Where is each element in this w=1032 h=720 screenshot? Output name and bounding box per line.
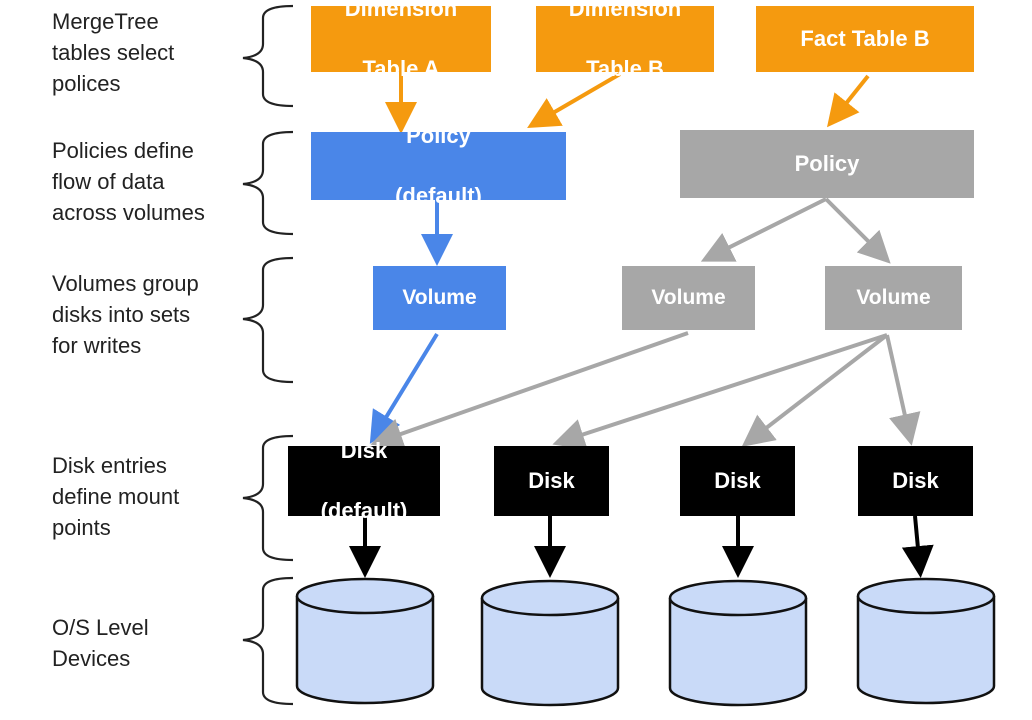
- layer-label-tables: MergeTree tables select polices: [52, 9, 175, 96]
- arrow-policy-to-volume-3: [824, 197, 891, 264]
- volume-1: Volume: [373, 266, 506, 330]
- table-fact-b: Fact Table B: [756, 6, 974, 72]
- arrow-volume-2-to-disk-default: [370, 331, 689, 450]
- device-cylinder-4: [856, 577, 996, 705]
- arrow-policy-to-volume-2: [700, 197, 827, 262]
- table-dimension-a: Dimension Table A: [311, 0, 491, 81]
- arrow-dim-b-to-policy: [527, 72, 622, 129]
- device-cylinder-2: [480, 579, 620, 707]
- arrow-volume-3-to-disk-2: [552, 333, 888, 450]
- arrow-volume-3-to-disk-4: [885, 334, 921, 446]
- devices-brace: [242, 576, 294, 706]
- policy-default: Policy (default): [311, 123, 566, 208]
- layer-label-devices: O/S Level Devices: [52, 615, 149, 671]
- policy-secondary: Policy: [680, 130, 974, 198]
- tables-brace: [242, 4, 294, 108]
- disk-4: Disk: [858, 446, 973, 516]
- arrow-volume-3-to-disk-3: [741, 333, 889, 447]
- volume-3: Volume: [825, 266, 962, 330]
- volumes-brace: [242, 256, 294, 384]
- arrow-fact-b-to-policy: [827, 74, 870, 128]
- disks-brace: [242, 434, 294, 562]
- device-cylinder-1: [295, 577, 435, 705]
- layer-label-disks: Disk entries define mount points: [52, 453, 180, 540]
- disk-default: Disk (default): [288, 438, 440, 523]
- policies-brace: [242, 130, 294, 236]
- volume-2: Volume: [622, 266, 755, 330]
- device-cylinder-3: [668, 579, 808, 707]
- table-dimension-b: Dimension Table B: [536, 0, 714, 81]
- disk-3: Disk: [680, 446, 795, 516]
- layer-label-policies: Policies define flow of data across volu…: [52, 138, 205, 225]
- disk-2: Disk: [494, 446, 609, 516]
- layer-label-volumes: Volumes group disks into sets for writes: [52, 271, 199, 358]
- arrow-disk-4-to-device: [901, 515, 934, 578]
